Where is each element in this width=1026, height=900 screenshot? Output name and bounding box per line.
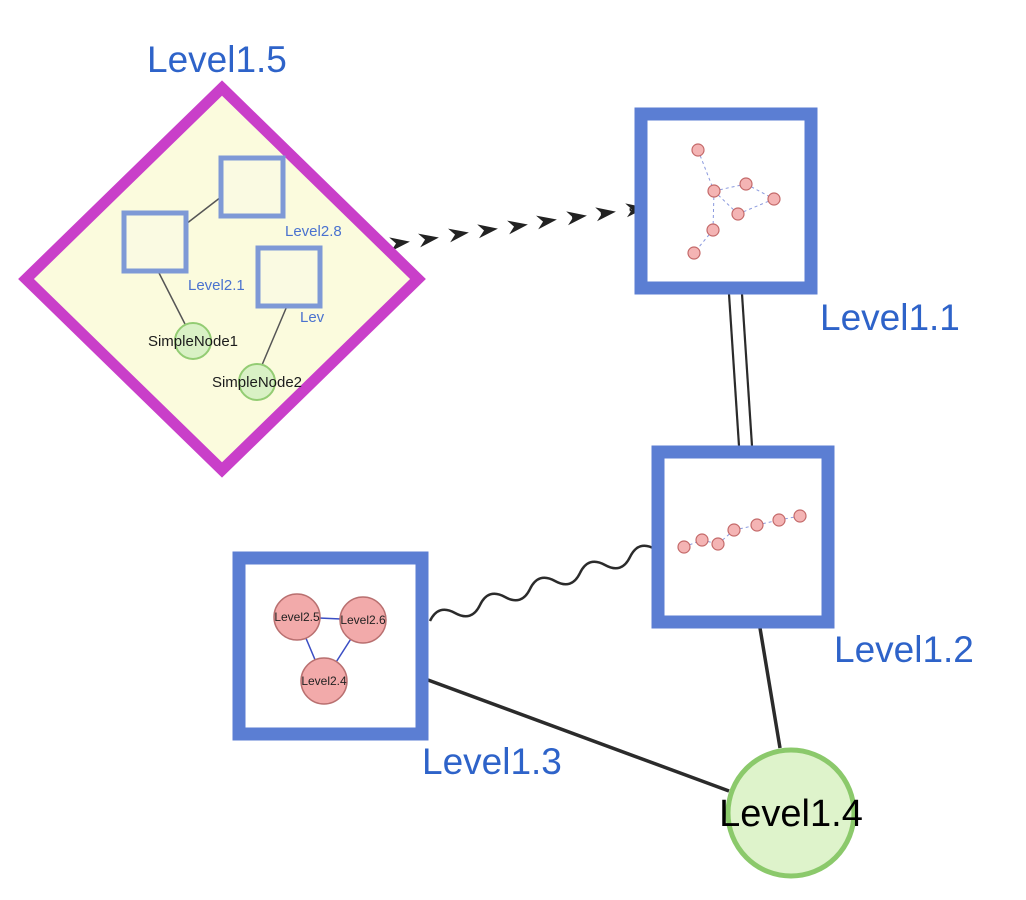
- node-simplenode1-label: SimpleNode1: [148, 333, 238, 350]
- mini-node[interactable]: [687, 246, 701, 260]
- node-simplenode2-label: SimpleNode2: [212, 374, 302, 391]
- edge-level12-to-level14[interactable]: [758, 627, 782, 749]
- node-level1-2-label: Level1.2: [834, 629, 974, 670]
- node-level1-1-group[interactable]: [634, 107, 818, 295]
- node-level2-1-label: Level2.1: [188, 277, 245, 294]
- mini-node[interactable]: [767, 192, 781, 206]
- inner-edge-level21-simplenode1[interactable]: [157, 270, 187, 327]
- level1-1-frame[interactable]: [634, 107, 818, 295]
- edge-level15-to-level11[interactable]: [389, 203, 646, 252]
- level1-2-inner-graph: [677, 509, 807, 554]
- mini-node[interactable]: [727, 523, 741, 537]
- node-level1-4-group[interactable]: Level1.4: [719, 747, 863, 879]
- mini-node[interactable]: [691, 143, 705, 157]
- node-level1-3-label: Level1.3: [422, 741, 562, 782]
- node-level1-5-label: Level1.5: [147, 39, 287, 80]
- mini-node[interactable]: [677, 540, 691, 554]
- edge-level13-to-level14[interactable]: [427, 678, 730, 793]
- node-lev-label: Lev: [300, 309, 325, 326]
- edge-level11-to-level12[interactable]: [727, 293, 754, 447]
- node-level2-8-label: Level2.8: [285, 223, 342, 240]
- level1-4-circle[interactable]: [725, 747, 857, 879]
- mini-node[interactable]: [731, 207, 745, 221]
- mini-node[interactable]: [793, 509, 807, 523]
- node-level1-4-label: Level1.4: [719, 793, 863, 835]
- node-level2-4[interactable]: [300, 657, 348, 705]
- mini-node[interactable]: [739, 177, 753, 191]
- node-level2-4-label: Level2.4: [301, 674, 347, 688]
- double-edge-line-1: [727, 293, 741, 447]
- node-level2-5[interactable]: [273, 593, 321, 641]
- mini-node[interactable]: [706, 223, 720, 237]
- double-edge-line-2: [740, 293, 754, 447]
- node-simplenode2[interactable]: [238, 363, 276, 401]
- node-level2-6[interactable]: [339, 596, 387, 644]
- edge-level13-to-level12-wavy[interactable]: [428, 544, 656, 622]
- mini-node[interactable]: [707, 184, 721, 198]
- level1-2-frame[interactable]: [651, 445, 835, 629]
- mini-edge: [697, 149, 715, 192]
- node-lev[interactable]: [255, 245, 323, 309]
- mini-node[interactable]: [772, 513, 786, 527]
- node-level2-1[interactable]: [121, 210, 189, 274]
- mini-node[interactable]: [711, 537, 725, 551]
- node-level1-5-group[interactable]: Level2.8 Level2.1 Lev SimpleNode1 Simple…: [18, 80, 426, 478]
- mini-node[interactable]: [750, 518, 764, 532]
- node-level1-3-group[interactable]: Level2.5 Level2.6 Level2.4: [232, 551, 429, 741]
- inner-edge-level21-level28[interactable]: [185, 196, 222, 225]
- level1-3-frame[interactable]: [232, 551, 429, 741]
- level1-1-inner-graph: [687, 143, 781, 260]
- mini-node[interactable]: [695, 533, 709, 547]
- level1-5-diamond-shape[interactable]: [18, 80, 426, 478]
- node-level1-2-group[interactable]: [651, 445, 835, 629]
- node-level2-5-label: Level2.5: [274, 610, 320, 624]
- node-level2-8[interactable]: [218, 155, 286, 219]
- node-level1-1-label: Level1.1: [820, 297, 960, 338]
- inner-edge-lev-simplenode2[interactable]: [261, 305, 288, 366]
- node-level2-6-label: Level2.6: [340, 613, 386, 627]
- node-simplenode1[interactable]: [174, 322, 212, 360]
